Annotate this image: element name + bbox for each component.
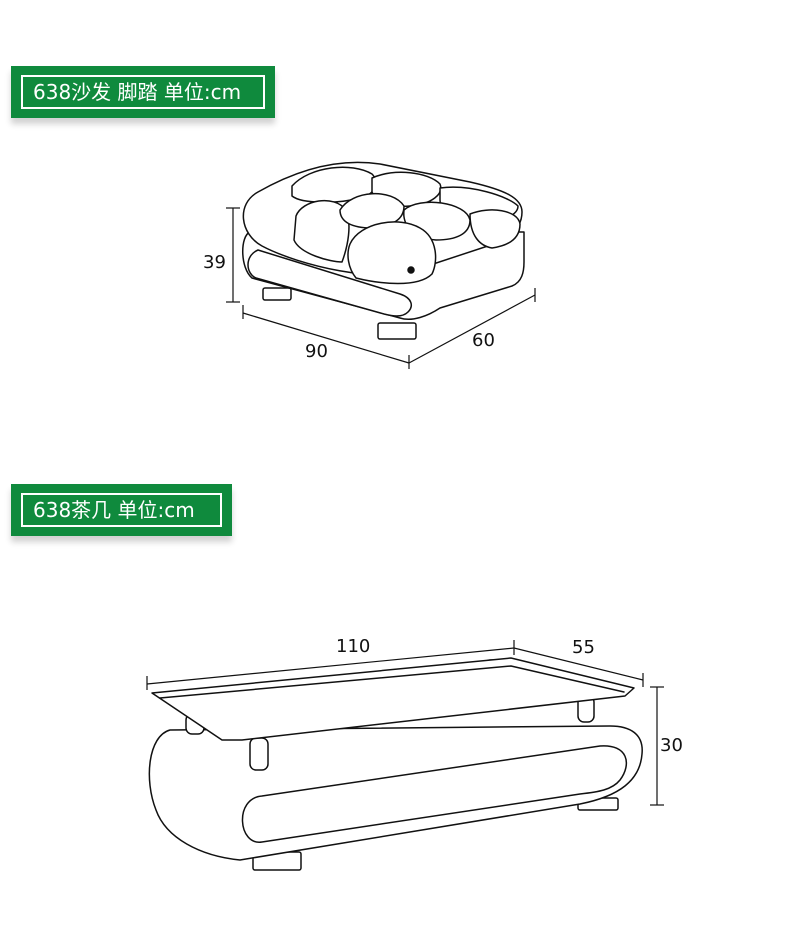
ottoman-base-panel <box>247 249 413 317</box>
ottoman-cushion-mid-1 <box>293 199 350 263</box>
coffee-table-drawing <box>148 657 643 871</box>
ottoman-stitch-dot <box>407 266 415 274</box>
section-label-coffee-table: 638茶几 单位:cm <box>11 484 232 536</box>
ottoman-cushion-mid-4 <box>469 209 521 249</box>
coffee-table-dimension-lines <box>146 640 664 806</box>
ottoman-height-value: 39 <box>203 252 226 273</box>
ottoman-leg-left <box>262 287 292 301</box>
ottoman-drawing <box>242 161 525 340</box>
coffee-table-depth-line <box>513 647 644 681</box>
ottoman-width-line <box>242 312 410 364</box>
coffee-table-post-front <box>249 737 269 771</box>
coffee-table-glass-edge <box>159 665 625 699</box>
section-label-coffee-table-text: 638茶几 单位:cm <box>21 493 222 527</box>
ottoman-width-value: 90 <box>305 341 328 362</box>
ottoman-depth-line <box>408 294 536 364</box>
ottoman-dimension-lines <box>226 207 536 369</box>
ottoman-leg-front <box>377 322 417 340</box>
coffee-table-width-value: 110 <box>336 636 370 657</box>
coffee-table-depth-value: 55 <box>572 637 595 658</box>
coffee-table-width-line <box>146 647 515 685</box>
section-label-ottoman: 638沙发 脚踏 单位:cm <box>11 66 275 118</box>
ottoman-cushion-front <box>347 221 437 285</box>
coffee-table-base-panel <box>241 745 628 843</box>
section-label-ottoman-text: 638沙发 脚踏 单位:cm <box>21 75 265 109</box>
coffee-table-height-value: 30 <box>660 735 683 756</box>
ottoman-cushion-mid-2 <box>339 193 405 229</box>
ottoman-depth-value: 60 <box>472 330 495 351</box>
coffee-table-glass-top <box>151 657 635 741</box>
